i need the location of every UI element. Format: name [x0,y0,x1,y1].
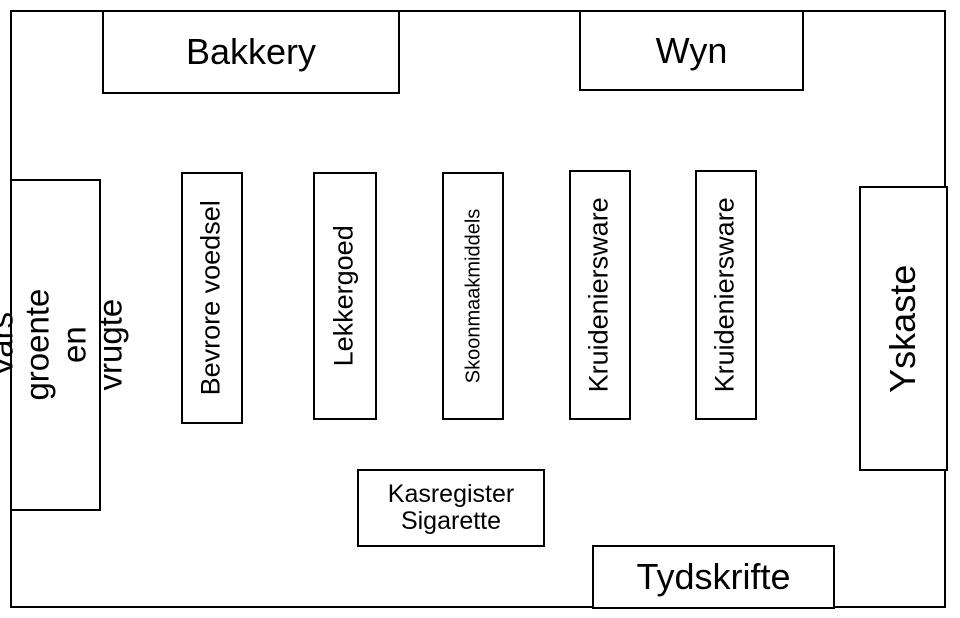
section-fresh-produce-line-2: en vrugte [54,299,128,391]
aisle-sweets-label: Lekkergoed [329,225,360,367]
section-fresh-produce: Vars groente en vrugte [0,179,128,511]
section-bakery-label: Bakkery [185,31,317,73]
aisle-frozen-food-label: Bevrore voedsel [196,200,227,396]
section-wine: Wyn [579,10,804,91]
section-freezers: Yskaste [859,186,948,471]
section-checkout: Kasregister Sigarette [357,469,545,547]
section-magazines: Tydskrifte [592,545,835,609]
section-fresh-produce-label: Vars groente en vrugte [0,289,128,401]
aisle-groceries-1-label: Kruideniersware [584,197,615,393]
section-checkout-line-1: Kasregister [387,479,515,508]
section-fresh-produce-line-1: Vars groente [0,289,56,401]
section-checkout-label: Kasregister Sigarette [387,479,515,536]
aisle-cleaning-label: Skoonmaakmiddels [462,208,484,384]
aisle-groceries-2-label: Kruideniersware [710,197,741,393]
aisle-groceries-2: Kruideniersware [695,170,757,420]
aisle-groceries-1: Kruideniersware [569,170,631,420]
aisle-sweets: Lekkergoed [313,172,377,420]
section-freezers-label: Yskaste [882,264,924,393]
section-magazines-label: Tydskrifte [636,556,791,598]
section-bakery: Bakkery [102,10,400,94]
section-wine-label: Wyn [655,29,728,71]
aisle-cleaning: Skoonmaakmiddels [442,172,504,420]
section-checkout-line-2: Sigarette [400,507,502,535]
aisle-frozen-food: Bevrore voedsel [181,172,243,424]
